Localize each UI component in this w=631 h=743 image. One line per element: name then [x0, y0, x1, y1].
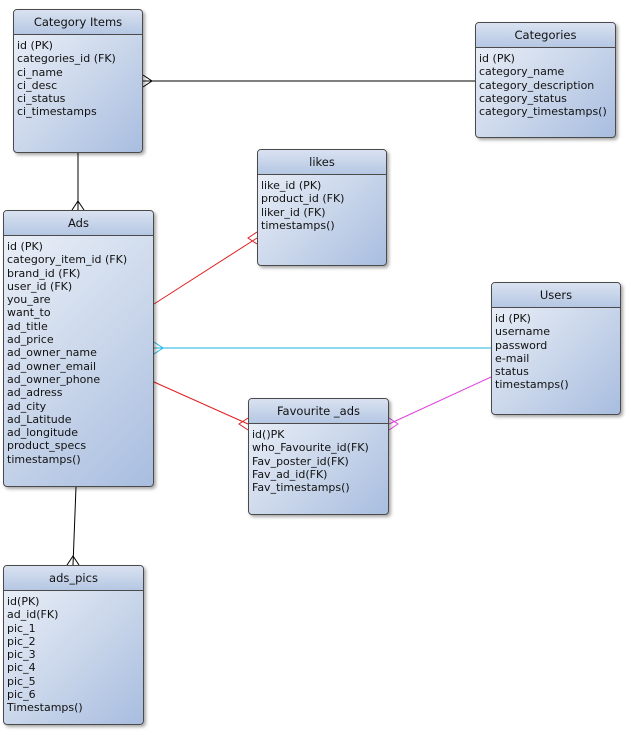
entity-field: product_id (FK): [261, 192, 345, 206]
entity-field: like_id (PK): [261, 179, 322, 192]
entity-title: Users: [492, 283, 620, 308]
entity-field: pic_3: [7, 648, 36, 662]
relationship-line: [72, 486, 77, 566]
entity-field: ad_owner_name: [7, 346, 97, 360]
entity-field: id (PK): [17, 39, 53, 52]
crows-foot-icon: [142, 74, 153, 88]
entity-field: timestamps(): [261, 218, 335, 232]
entity-field: pic_5: [7, 674, 36, 688]
entity-category-items[interactable]: Category Items id (PK)categories_id (FK)…: [13, 9, 143, 153]
field-list: like_id (PK)product_id (FK)liker_id (FK)…: [258, 175, 386, 232]
entity-field: id()PK: [252, 428, 285, 441]
entity-field: Fav_ad_id(FK): [252, 467, 328, 481]
entity-ads[interactable]: Ads id (PK)category_item_id (FK)brand_id…: [3, 210, 154, 487]
entity-title: Favourite _ads: [249, 399, 388, 424]
crows-foot-icon: [388, 417, 399, 431]
entity-title: Category Items: [14, 10, 142, 35]
entity-field: timestamps(): [495, 378, 569, 392]
entity-field: ad_city: [7, 399, 47, 413]
entity-field: ci_name: [17, 65, 63, 79]
entity-field: ci_desc: [17, 78, 58, 92]
entity-field: status: [495, 365, 529, 379]
crows-foot-icon: [66, 555, 80, 566]
entity-field: ci_status: [17, 92, 66, 106]
entity-field: id (PK): [479, 52, 515, 65]
entity-title: likes: [258, 150, 386, 175]
entity-field: pic_4: [7, 661, 36, 675]
field-list: id (PK)category_item_id (FK)brand_id (FK…: [4, 236, 153, 466]
entity-field: category_description: [479, 78, 595, 92]
entity-field: id(PK): [7, 595, 40, 608]
entity-field: ad_Latitude: [7, 412, 72, 426]
entity-field: ci_timestamps: [17, 105, 97, 119]
entity-field: id (PK): [7, 240, 43, 253]
crows-foot-icon: [153, 341, 164, 355]
entity-field: ad_id(FK): [7, 608, 59, 622]
entity-field: ad_price: [7, 333, 54, 347]
entity-field: categories_id (FK): [17, 52, 116, 66]
entity-field: category_timestamps(): [479, 105, 607, 119]
entity-field: Fav_poster_id(FK): [252, 454, 349, 468]
crows-foot-icon: [238, 417, 249, 431]
entity-field: who_Favourite_id(FK): [252, 441, 369, 455]
entity-field: ad_adress: [7, 386, 63, 400]
entity-field: pic_2: [7, 634, 36, 648]
relationship-line: [388, 376, 492, 425]
entity-field: category_item_id (FK): [7, 253, 128, 267]
entity-field: ad_owner_phone: [7, 372, 101, 386]
entity-title: Categories: [476, 23, 615, 48]
relationship-line: [153, 237, 258, 305]
entity-field: category_status: [479, 91, 567, 105]
entity-field: timestamps(): [7, 452, 81, 466]
entity-field: you_are: [7, 293, 51, 307]
entity-field: brand_id (FK): [7, 266, 81, 280]
entity-field: user_id (FK): [7, 279, 73, 293]
entity-likes[interactable]: likes like_id (PK)product_id (FK)liker_i…: [257, 149, 387, 266]
entity-field: product_specs: [7, 439, 87, 453]
entity-field: Timestamps(): [7, 701, 83, 715]
entity-field: ad_longitude: [7, 426, 79, 440]
entity-field: pic_1: [7, 621, 36, 635]
entity-title: ads_pics: [4, 566, 143, 591]
entity-field: Fav_timestamps(): [252, 481, 350, 495]
entity-field: id (PK): [495, 312, 531, 325]
entity-field: username: [495, 325, 550, 339]
entity-field: want_to: [7, 306, 51, 320]
entity-field: e-mail: [495, 351, 530, 365]
entity-field: category_name: [479, 65, 565, 79]
entity-field: password: [495, 338, 548, 352]
entity-title: Ads: [4, 211, 153, 236]
entity-field: liker_id (FK): [261, 205, 326, 219]
entity-field: ad_owner_email: [7, 359, 97, 373]
crows-foot-icon: [247, 231, 258, 245]
entity-field: ad_title: [7, 319, 48, 333]
crows-foot-icon: [71, 200, 85, 211]
relationship-line: [153, 381, 249, 425]
entity-field: pic_6: [7, 688, 36, 702]
